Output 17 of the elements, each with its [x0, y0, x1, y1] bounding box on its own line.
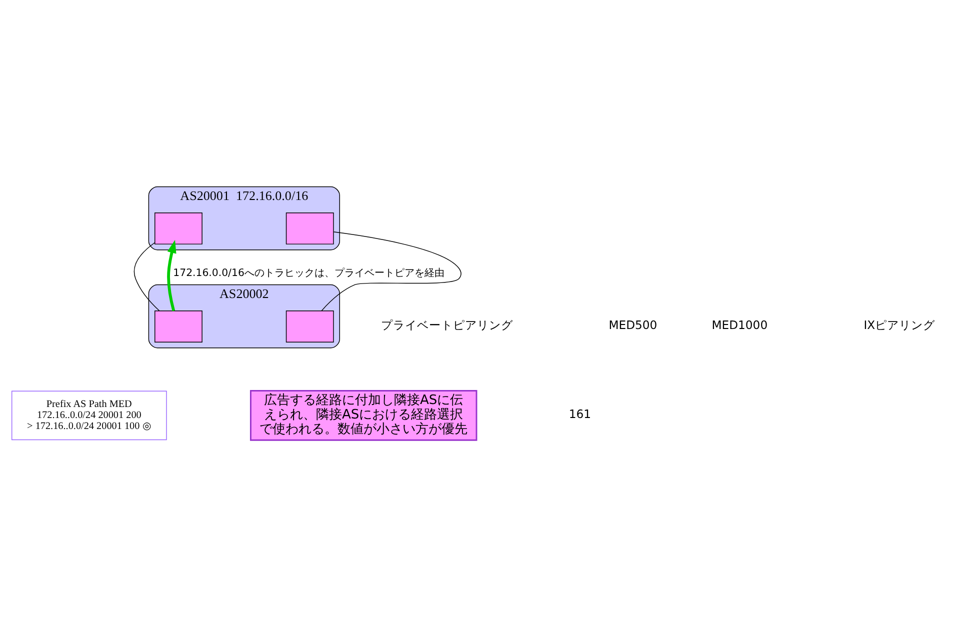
node-box [154, 212, 202, 244]
label: IXピアリング [864, 318, 936, 332]
cluster: AS20002 [148, 284, 340, 348]
connector [321, 231, 462, 311]
label: プライベートピアリング [381, 318, 514, 332]
node-box [286, 310, 334, 342]
label: 161 [568, 406, 592, 421]
cluster: AS20001 172.16.0.0/16 [148, 186, 340, 250]
node-box [154, 310, 202, 342]
label: MED500 [608, 318, 658, 332]
arrow [167, 239, 176, 311]
node-box [286, 212, 334, 244]
label: MED1000 [712, 318, 768, 332]
connector [134, 242, 160, 311]
edge-label: 172.16.0.0/16へのトラヒックは、プライベートピアを経由 [173, 268, 444, 279]
node-box: Prefix AS Path MED 172.16..0.0/24 20001 200 > 172.16..0.0/24 20001 100 ◎ [11, 390, 167, 440]
node-box: 広告する経路に付加し隣接ASに伝えられ、隣接ASにおける経路選択で使われる。数値が小さい方が優先 [250, 390, 478, 440]
